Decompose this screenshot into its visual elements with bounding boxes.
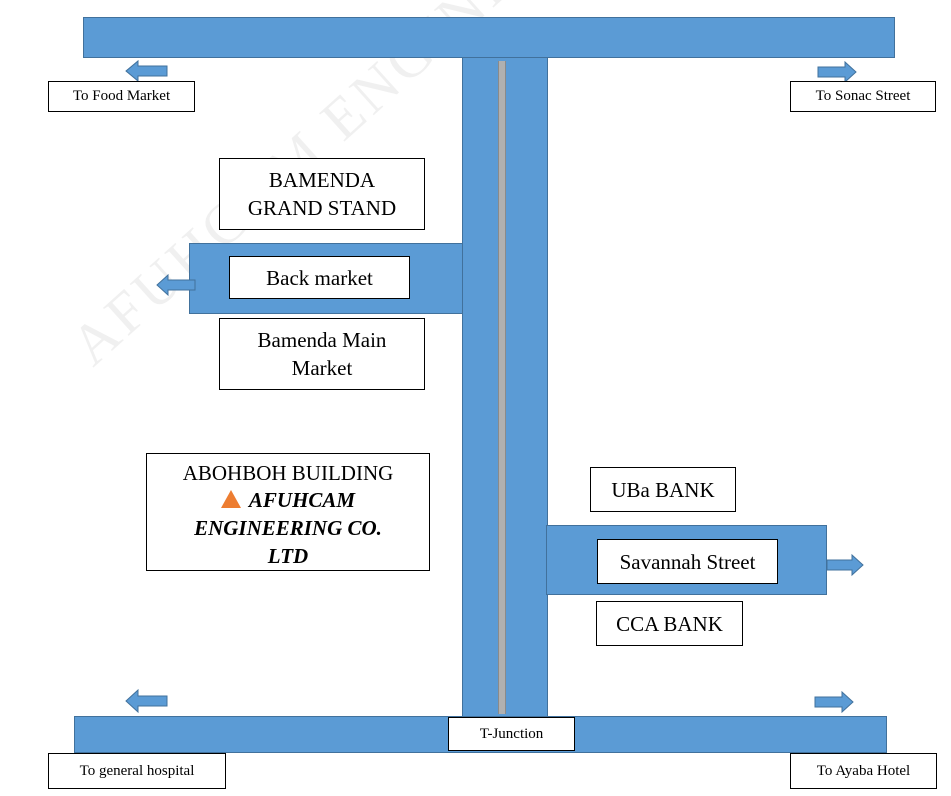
location-triangle-icon bbox=[220, 490, 241, 508]
label-to-ayaba-hotel: To Ayaba Hotel bbox=[790, 753, 937, 789]
abohboh-building: ABOHBOH BUILDING AFUHCAM ENGINEERING CO.… bbox=[146, 453, 430, 571]
bamenda-grand-stand: BAMENDA GRAND STAND bbox=[219, 158, 425, 230]
uba-bank: UBa BANK bbox=[590, 467, 736, 512]
building-name: ABOHBOH BUILDING bbox=[182, 461, 394, 485]
right-arrow-icon bbox=[817, 61, 857, 83]
left-arrow-icon bbox=[125, 688, 168, 714]
label-to-general-hospital: To general hospital bbox=[48, 753, 226, 789]
grand-stand-line-1: BAMENDA bbox=[268, 168, 376, 192]
label-to-sonac-street: To Sonac Street bbox=[790, 81, 936, 112]
bamenda-main-market: Bamenda Main Market bbox=[219, 318, 425, 390]
label-back-market: Back market bbox=[229, 256, 410, 299]
grand-stand-line-2: GRAND STAND bbox=[247, 196, 397, 220]
top-road bbox=[83, 17, 895, 58]
left-arrow-icon bbox=[156, 273, 196, 297]
right-arrow-icon bbox=[826, 553, 864, 577]
company-name-3: LTD bbox=[267, 544, 309, 568]
label-savannah-street: Savannah Street bbox=[597, 539, 778, 584]
company-line-1: AFUHCAM bbox=[147, 486, 429, 514]
label-to-food-market: To Food Market bbox=[48, 81, 195, 112]
main-market-line-2: Market bbox=[291, 356, 353, 380]
main-market-line-1: Bamenda Main bbox=[257, 328, 387, 352]
company-name-2: ENGINEERING CO. bbox=[194, 516, 382, 540]
cca-bank: CCA BANK bbox=[596, 601, 743, 646]
label-t-junction: T-Junction bbox=[448, 717, 575, 751]
road-median bbox=[498, 61, 506, 714]
right-arrow-icon bbox=[814, 690, 854, 714]
company-name-1: AFUHCAM bbox=[248, 488, 356, 512]
left-arrow-icon bbox=[125, 59, 168, 83]
